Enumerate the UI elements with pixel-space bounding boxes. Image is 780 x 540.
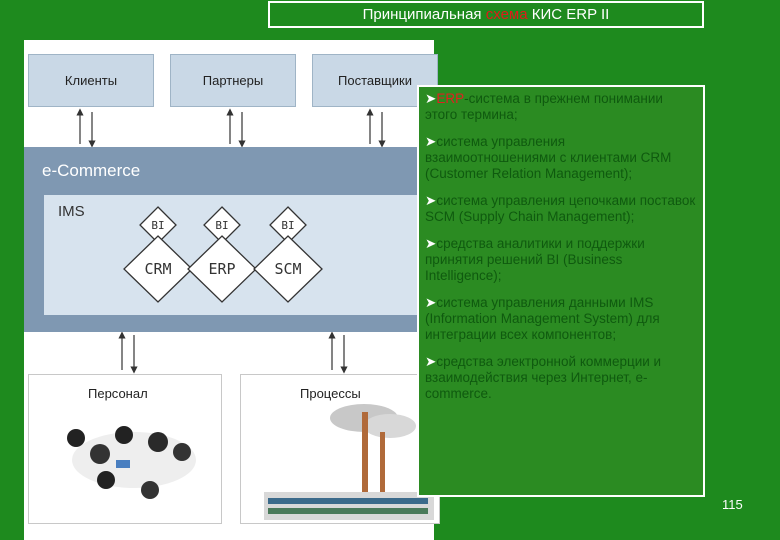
box-clients: Клиенты (28, 54, 154, 107)
scm-label: SCM (274, 260, 301, 278)
bullet-scm-text: система управления цепочками поставок SC… (425, 193, 696, 224)
erp-diagram: Клиенты Партнеры Поставщики e-Commerce I… (24, 40, 440, 540)
title-highlight: схема (485, 6, 528, 23)
bullet-crm: ➤система управления взаимоотношениями с … (425, 134, 672, 181)
bullet-ecommerce-text: средства электронной коммерции и взаимод… (425, 354, 662, 401)
bullet-ims: ➤система управления данными IMS (Informa… (425, 295, 660, 342)
description-list: ➤ERP-система в прежнем понимании этого т… (417, 85, 705, 497)
module-diamonds: BI BI BI CRM ERP SCM (123, 206, 323, 303)
connector-arrows (76, 108, 386, 374)
title-pre: Принципиальная (362, 6, 482, 23)
ims-label: IMS (58, 203, 85, 220)
personnel-label: Персонал (88, 386, 148, 401)
bullet-bi-text: средства аналитики и поддержки принятия … (425, 236, 645, 283)
erp-label: ERP (208, 260, 235, 278)
erp-diamond (187, 235, 257, 303)
scm-diamond (253, 235, 323, 303)
box-partners: Партнеры (170, 54, 296, 107)
bi-label-1: BI (151, 219, 164, 232)
crm-label: CRM (144, 260, 171, 278)
e-commerce-label: e-Commerce (42, 161, 141, 180)
title-post: КИС ERP II (531, 6, 610, 23)
bottom-illustrations (67, 404, 434, 520)
bullet-ims-text: система управления данными IMS (Informat… (425, 295, 660, 342)
bullet-crm-text: система управления взаимоотношениями с к… (425, 134, 672, 181)
bullet-ecommerce: ➤средства электронной коммерции и взаимо… (425, 354, 662, 401)
factory-illustration (264, 404, 434, 520)
bullet-scm: ➤система управления цепочками поставок S… (425, 193, 696, 224)
bi-label-3: BI (281, 219, 294, 232)
bullet-erp: ➤ERP-система в прежнем понимании этого т… (425, 91, 663, 122)
bullet-erp-text: -система в прежнем понимании этого терми… (425, 91, 663, 122)
processes-label: Процессы (300, 386, 361, 401)
bi-label-2: BI (215, 219, 228, 232)
people-illustration (67, 426, 196, 499)
bullet-erp-highlight: ERP (436, 91, 465, 106)
crm-diamond (123, 235, 193, 303)
bullet-bi: ➤средства аналитики и поддержки принятия… (425, 236, 645, 283)
slide-title: Принципиальная схема КИС ERP II (268, 1, 704, 28)
page-number: 115 (722, 497, 743, 512)
